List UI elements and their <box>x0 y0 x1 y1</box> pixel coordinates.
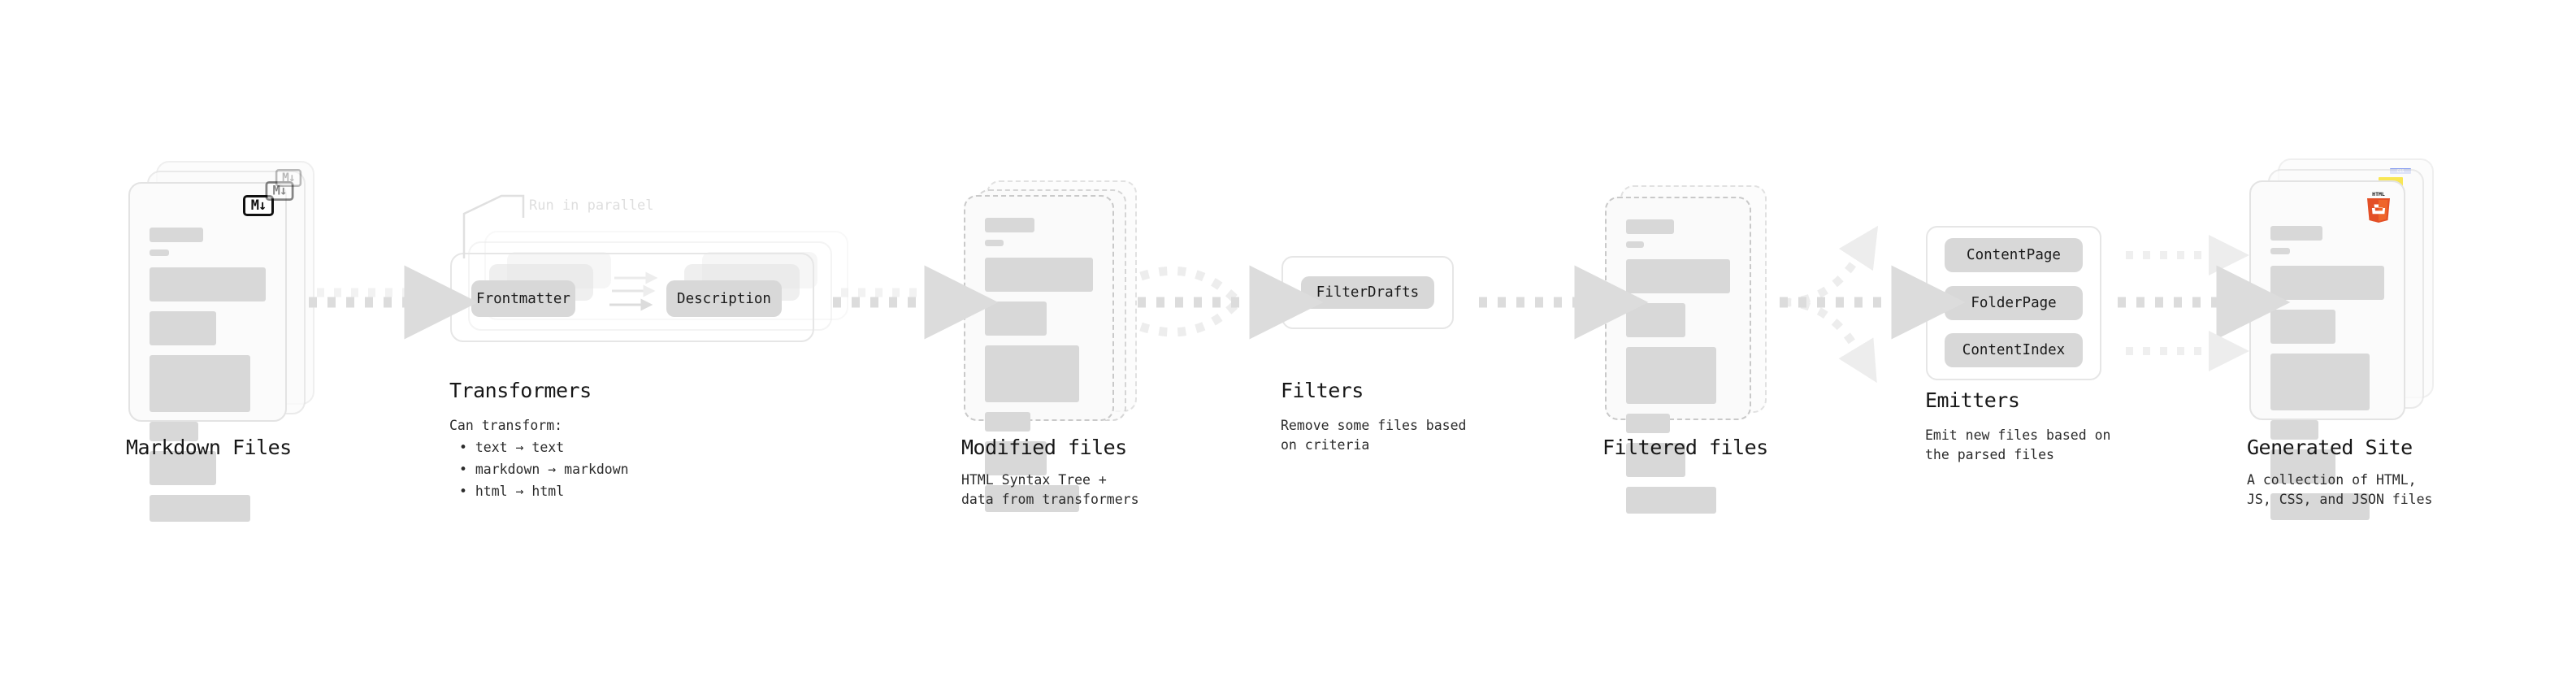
markdown-files-title: Markdown Files <box>126 436 292 459</box>
generated-site-subtitle: A collection of HTML, JS, CSS, and JSON … <box>2247 472 2433 507</box>
placeholder-bar <box>1626 487 1717 514</box>
filter-chip-filterdrafts[interactable]: FilterDrafts <box>1301 276 1434 309</box>
placeholder-bar <box>985 258 1093 292</box>
placeholder-bar <box>985 485 1079 512</box>
placeholder-bar <box>985 441 1047 475</box>
arrow-markdown-to-transformers <box>309 265 479 340</box>
placeholder-bar <box>150 451 216 485</box>
transformers-bullet-2: • html → html <box>459 484 565 499</box>
markdown-icon-mid: M↓ <box>265 181 294 201</box>
placeholder-bar <box>985 240 1004 246</box>
placeholder-bar <box>985 301 1047 336</box>
placeholder-bar <box>1626 414 1670 433</box>
modified-files-title: Modified files <box>961 436 1127 459</box>
transformer-chip-description[interactable]: Description <box>666 280 782 317</box>
transformers-bullet-1: • markdown → markdown <box>459 462 629 477</box>
generated-site-title: Generated Site <box>2247 436 2413 459</box>
arrow-emitters-to-site <box>2118 235 2291 371</box>
placeholder-bar <box>150 311 216 345</box>
placeholder-bar <box>1626 259 1730 293</box>
placeholder-bar <box>985 345 1079 402</box>
placeholder-bar <box>1626 443 1685 477</box>
placeholder-bar <box>150 249 170 256</box>
arrow-filtered-to-emitters <box>1780 225 1966 384</box>
placeholder-bar <box>985 412 1030 432</box>
transformers-bullet-0: • text → text <box>459 440 565 455</box>
arrow-modified-to-filters <box>1138 265 1324 340</box>
placeholder-bar <box>1626 241 1644 248</box>
placeholder-bar <box>2270 248 2290 254</box>
emitter-chip-contentpage[interactable]: ContentPage <box>1945 238 2083 272</box>
emitters-subtitle: Emit new files based on the parsed files <box>1925 427 2111 462</box>
placeholder-bar <box>150 267 266 301</box>
transformers-subtitle: Can transform: <box>449 418 563 433</box>
modified-card-bars <box>985 218 1093 512</box>
placeholder-bar <box>150 355 251 412</box>
placeholder-bar <box>2270 310 2335 344</box>
modified-card-front <box>964 195 1114 512</box>
emitter-chip-folderpage[interactable]: FolderPage <box>1945 286 2083 320</box>
placeholder-bar <box>1626 303 1685 337</box>
markdown-card-bars <box>150 228 266 522</box>
markdown-icon: M↓ <box>243 195 274 216</box>
site-card-front: HTML <box>2249 180 2405 520</box>
filtered-card-bars <box>1626 219 1730 514</box>
run-in-parallel-label: Run in parallel <box>529 197 654 214</box>
emitters-title: Emitters <box>1925 388 2020 412</box>
html5-icon: HTML <box>2367 191 2390 223</box>
placeholder-bar <box>150 422 199 441</box>
filtered-files-title: Filtered files <box>1602 436 1768 459</box>
modified-files-subtitle: HTML Syntax Tree + data from transformer… <box>961 472 1139 507</box>
transformer-chip-frontmatter[interactable]: Frontmatter <box>471 280 575 317</box>
transformers-panel-back <box>484 231 848 320</box>
placeholder-bar <box>2270 226 2323 241</box>
placeholder-bar <box>150 228 203 242</box>
placeholder-bar <box>2270 449 2335 484</box>
markdown-icon-back: M↓ <box>275 168 302 188</box>
transformers-title: Transformers <box>449 379 592 402</box>
markdown-card-front: M↓ <box>128 182 287 522</box>
site-card-bars <box>2270 226 2384 520</box>
placeholder-bar <box>150 495 251 522</box>
placeholder-bar <box>1626 347 1717 404</box>
placeholder-bar <box>2270 354 2370 410</box>
placeholder-bar <box>1626 219 1674 234</box>
svg-text:HTML: HTML <box>2372 191 2385 197</box>
emitter-chip-contentindex[interactable]: ContentIndex <box>1945 333 2083 367</box>
filters-subtitle: Remove some files based on criteria <box>1281 418 1467 453</box>
filters-title: Filters <box>1281 379 1364 402</box>
placeholder-bar <box>2270 420 2318 440</box>
placeholder-bar <box>985 218 1035 232</box>
placeholder-bar <box>2270 493 2370 520</box>
filtered-card-front <box>1605 197 1751 514</box>
placeholder-bar <box>2270 266 2384 300</box>
